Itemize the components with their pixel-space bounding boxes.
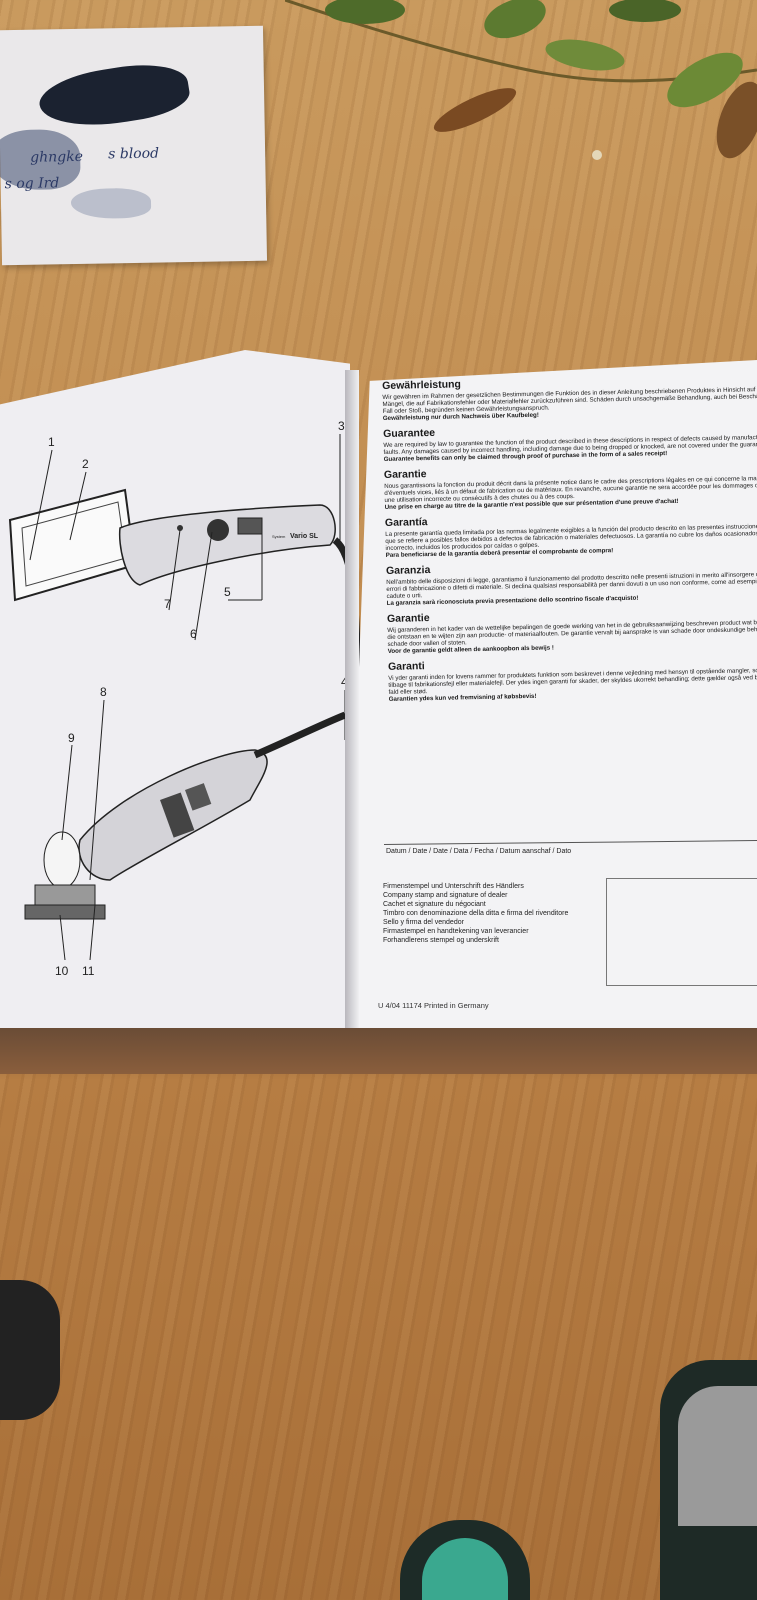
note-scribble: s blood	[108, 145, 160, 163]
note-scribble: s og Ird	[4, 175, 60, 193]
lamp-body-upper	[118, 504, 360, 721]
lamp-body-lower	[78, 711, 347, 881]
shoe-left	[0, 1280, 60, 1420]
shoe-right	[660, 1360, 757, 1600]
callout-3: 3	[338, 419, 345, 433]
callout-5: 5	[224, 585, 231, 599]
note-paper: ghngke s blood s og Ird	[0, 25, 268, 266]
callout-8: 8	[100, 685, 107, 699]
print-code: U 4/04 11174 Printed in Germany	[378, 1001, 489, 1010]
note-ink-shape	[70, 187, 152, 220]
shoe-bottom	[400, 1520, 530, 1600]
shoe-insole	[422, 1538, 508, 1600]
bulb-socket	[24, 831, 106, 920]
dealer-stamp-line: Company stamp and signature of dealer	[383, 892, 508, 899]
booklet-bottom-edge	[0, 1028, 757, 1074]
manual-right-page	[345, 360, 757, 1055]
callout-6: 6	[190, 627, 197, 641]
dealer-stamp-line: Firmastempel en handtekening van leveran…	[383, 928, 529, 935]
callout-1: 1	[48, 435, 55, 449]
callout-10: 10	[55, 964, 69, 978]
callout-11: 11	[82, 964, 95, 978]
device-brand: System	[272, 534, 286, 539]
callout-9: 9	[68, 731, 75, 745]
dealer-stamp-line: Forhandlerens stempel og underskrift	[383, 937, 499, 944]
device-label: Vario SL	[290, 533, 319, 540]
magnifier-lens	[8, 488, 137, 602]
note-ink-shape	[35, 56, 193, 135]
dealer-stamp-line: Timbro con denominazione della ditta e f…	[383, 910, 569, 917]
dealer-stamp-box	[606, 878, 757, 986]
date-label: Datum / Date / Date / Data / Fecha / Dat…	[386, 848, 572, 855]
callout-2: 2	[82, 457, 89, 471]
dealer-stamp-line: Sello y firma del vendedor	[383, 919, 464, 926]
booklet-spine	[345, 370, 359, 1040]
device-diagram: 1 2 3 4 5 6 7 8 9 10 11 System Vario SL	[8, 419, 360, 978]
callout-4: 4	[341, 675, 348, 689]
dealer-stamp-labels: Firmenstempel und Unterschrift des Händl…	[383, 882, 568, 945]
note-scribble: ghngke	[30, 148, 84, 166]
sock	[678, 1386, 757, 1526]
dealer-stamp-line: Cachet et signature du négociant	[383, 901, 486, 908]
callout-7: 7	[164, 597, 171, 611]
plant-leaves	[285, 0, 757, 160]
dealer-stamp-line: Firmenstempel und Unterschrift des Händl…	[383, 883, 524, 890]
